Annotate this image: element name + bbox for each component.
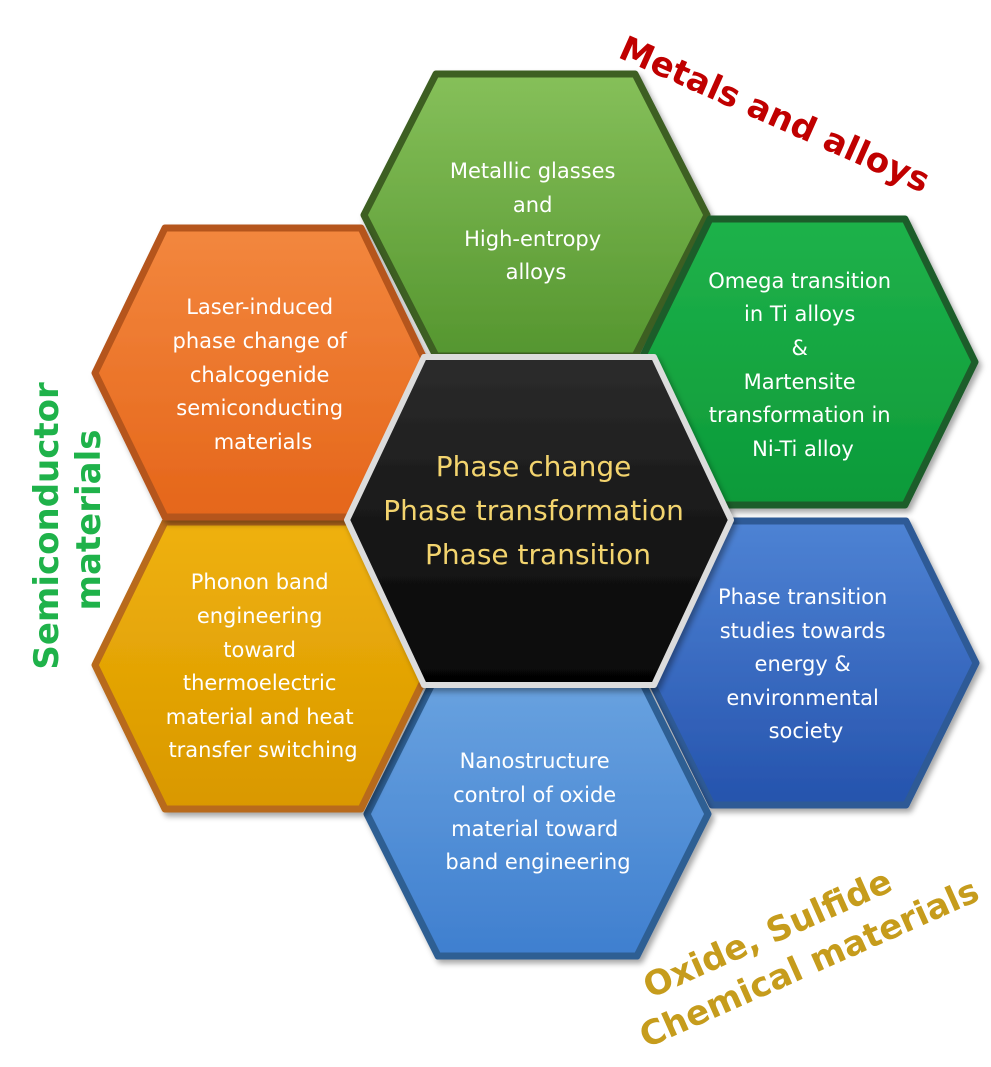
category-semiconductor-label: Semiconductor materials bbox=[27, 370, 109, 669]
hex-metallic-glasses-line: alloys bbox=[506, 260, 567, 284]
hex-oxide-nanostructure-text: Nanostructure control of oxide material … bbox=[445, 749, 630, 874]
hex-energy-environment: Phase transition studies towards energy … bbox=[638, 517, 980, 809]
hex-metallic-glasses-line: Metallic glasses bbox=[450, 159, 616, 183]
hex-metallic-glasses-text: Metallic glasses and High-entropy alloys bbox=[450, 159, 622, 284]
hex-center: Phase change Phase transformation Phase … bbox=[344, 354, 734, 688]
hex-phonon-band-text: Phonon band engineering toward thermoele… bbox=[166, 570, 361, 762]
hex-omega-transition-line: Martensite bbox=[744, 370, 856, 394]
hex-oxide-nanostructure-line: control of oxide bbox=[453, 783, 616, 807]
hex-phonon-band: Phonon band engineering toward thermoele… bbox=[91, 518, 435, 813]
hex-phonon-band-line: transfer switching bbox=[168, 738, 357, 762]
center-title-line: Phase transition bbox=[425, 538, 651, 571]
hex-phonon-band-line: toward bbox=[223, 638, 296, 662]
hex-energy-environment-line: environmental bbox=[726, 686, 878, 710]
hex-energy-environment-line: energy & bbox=[755, 652, 851, 676]
hex-laser-induced-line: Laser-induced bbox=[186, 295, 333, 319]
hex-omega-transition-line: transformation in bbox=[709, 403, 891, 427]
hex-omega-transition: Omega transition in Ti alloys & Martensi… bbox=[636, 215, 979, 509]
hex-oxide-nanostructure-line: material toward bbox=[451, 817, 618, 841]
hex-energy-environment-line: society bbox=[769, 719, 844, 743]
hex-omega-transition-line: Ni-Ti alloy bbox=[752, 437, 854, 461]
hex-phonon-band-line: engineering bbox=[197, 604, 323, 628]
hex-laser-induced-text: Laser-induced phase change of chalcogeni… bbox=[173, 295, 354, 454]
hex-energy-environment-text: Phase transition studies towards energy … bbox=[718, 585, 894, 743]
center-title-line: Phase change bbox=[436, 450, 632, 483]
hex-laser-induced: Laser-induced phase change of chalcogeni… bbox=[91, 224, 435, 521]
hex-oxide-nanostructure-line: band engineering bbox=[445, 850, 630, 874]
hex-laser-induced-line: semiconducting bbox=[176, 396, 343, 420]
hex-omega-transition-line: in Ti alloys bbox=[744, 302, 855, 326]
hex-laser-induced-line: materials bbox=[214, 430, 313, 454]
center-title: Phase change Phase transformation Phase … bbox=[383, 450, 692, 571]
hex-center-shape bbox=[344, 354, 734, 688]
hex-phonon-band-line: material and heat bbox=[166, 705, 354, 729]
hex-omega-transition-line: Omega transition bbox=[708, 269, 891, 293]
hex-laser-induced-line: chalcogenide bbox=[190, 363, 330, 387]
hex-oxide-nanostructure-line: Nanostructure bbox=[460, 749, 610, 773]
hex-omega-transition-text: Omega transition in Ti alloys & Martensi… bbox=[708, 269, 898, 461]
hex-energy-environment-line: studies towards bbox=[720, 619, 886, 643]
hex-oxide-nanostructure-shape bbox=[363, 668, 712, 960]
hex-phonon-band-line: Phonon band bbox=[191, 570, 329, 594]
hex-omega-transition-line: & bbox=[791, 336, 807, 360]
hex-laser-induced-line: phase change of bbox=[173, 329, 348, 353]
hex-metallic-glasses-line: and bbox=[513, 193, 553, 217]
hex-metallic-glasses-line: High-entropy bbox=[464, 227, 601, 251]
hex-energy-environment-line: Phase transition bbox=[718, 585, 887, 609]
hex-metallic-glasses: Metallic glasses and High-entropy alloys bbox=[360, 70, 711, 360]
hex-phonon-band-line: thermoelectric bbox=[183, 671, 337, 695]
hex-oxide-nanostructure: Nanostructure control of oxide material … bbox=[363, 668, 712, 960]
center-title-line: Phase transformation bbox=[383, 494, 684, 527]
category-semiconductor-line: Semiconductor bbox=[27, 382, 67, 670]
category-semiconductor-line: materials bbox=[69, 430, 109, 611]
